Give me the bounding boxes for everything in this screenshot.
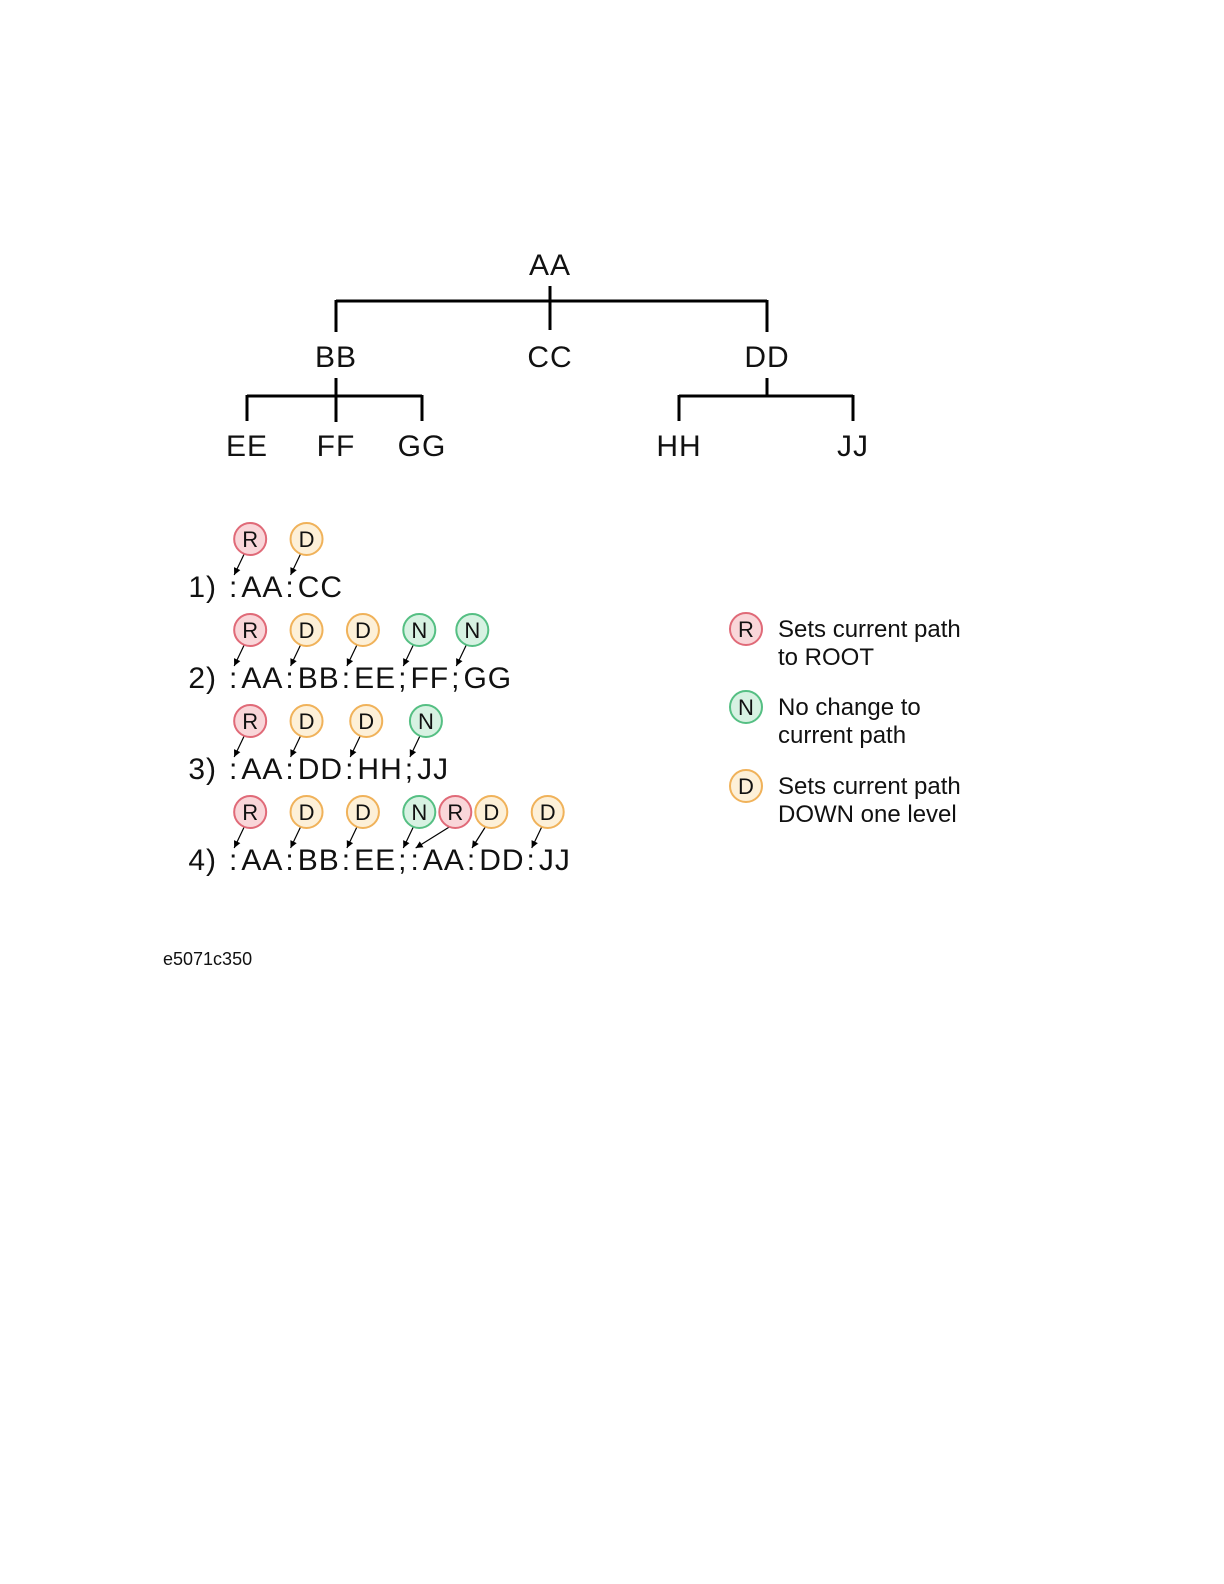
separator: :	[467, 844, 476, 877]
separator: :	[285, 571, 294, 604]
separator: :	[229, 662, 238, 695]
badge-no-change-label: N	[411, 800, 427, 825]
command-tree: AA BB CC DD EE FF GG HH JJ	[226, 249, 869, 463]
mnemonic: JJ	[539, 844, 571, 877]
badge-down-label: D	[483, 800, 499, 825]
separator: :	[285, 753, 294, 786]
legend-description-line: No change to	[778, 694, 921, 721]
badge-root-label: R	[242, 527, 258, 552]
mnemonic: GG	[463, 662, 512, 695]
separator: :	[285, 662, 294, 695]
mnemonic: DD	[479, 844, 524, 877]
tree-node-ee: EE	[226, 430, 268, 463]
badge-root-label: R	[242, 618, 258, 643]
tree-node-hh: HH	[656, 430, 701, 463]
tree-edge-root	[336, 286, 767, 332]
mnemonic: AA	[241, 753, 283, 786]
separator: ;	[451, 662, 460, 695]
separator: :	[229, 571, 238, 604]
mnemonic: BB	[298, 844, 340, 877]
tree-node-dd: DD	[744, 341, 789, 374]
mnemonic: FF	[410, 662, 449, 695]
badge-no-change-label: N	[418, 709, 434, 734]
separator: :	[342, 662, 351, 695]
mnemonic: AA	[241, 844, 283, 877]
separator: ;	[405, 753, 414, 786]
figure-id: e5071c350	[163, 949, 252, 969]
mnemonic: EE	[354, 662, 396, 695]
tree-node-bb: BB	[315, 341, 357, 374]
separator: :	[342, 844, 351, 877]
legend-badge-label: N	[738, 695, 754, 720]
separator: :	[229, 844, 238, 877]
badge-down-label: D	[355, 618, 371, 643]
separator: :	[527, 844, 536, 877]
mnemonic: AA	[241, 571, 283, 604]
tree-node-ff: FF	[317, 430, 356, 463]
separator: :	[285, 844, 294, 877]
separator: ;	[398, 662, 407, 695]
separator: ;	[398, 844, 407, 877]
mnemonic: DD	[298, 753, 343, 786]
badge-root-label: R	[242, 800, 258, 825]
tree-node-root: AA	[529, 249, 571, 282]
tree-node-jj: JJ	[837, 430, 869, 463]
legend-item-down: D Sets current pathDOWN one level	[730, 770, 961, 828]
example-number: 4)	[188, 844, 217, 877]
separator: :	[410, 844, 419, 877]
legend-description-line: Sets current path	[778, 773, 961, 800]
badge-down-label: D	[299, 527, 315, 552]
tree-node-gg: GG	[398, 430, 447, 463]
mnemonic: HH	[357, 753, 402, 786]
badge-down-label: D	[540, 800, 556, 825]
separator: :	[345, 753, 354, 786]
tree-edge-bb	[247, 378, 422, 422]
legend-description-line: current path	[778, 722, 906, 749]
mnemonic: AA	[423, 844, 465, 877]
badge-down-label: D	[358, 709, 374, 734]
legend-badge-label: R	[738, 617, 754, 642]
mnemonic: CC	[298, 571, 343, 604]
tree-node-cc: CC	[527, 341, 572, 374]
badge-down-label: D	[355, 800, 371, 825]
legend-description-line: DOWN one level	[778, 801, 957, 828]
mnemonic: EE	[354, 844, 396, 877]
legend-badge-label: D	[738, 774, 754, 799]
mnemonic: AA	[241, 662, 283, 695]
legend-description-line: Sets current path	[778, 616, 961, 643]
mnemonic: JJ	[417, 753, 449, 786]
example-number: 3)	[188, 753, 217, 786]
mnemonic: BB	[298, 662, 340, 695]
badge-root-label: R	[242, 709, 258, 734]
legend-description-line: to ROOT	[778, 644, 874, 671]
badge-down-label: D	[299, 618, 315, 643]
legend-item-root: R Sets current pathto ROOT	[730, 613, 961, 671]
separator: :	[229, 753, 238, 786]
badge-root-label: R	[447, 800, 463, 825]
badge-down-label: D	[299, 709, 315, 734]
example-number: 2)	[188, 662, 217, 695]
example-number: 1)	[188, 571, 217, 604]
badge-down-label: D	[299, 800, 315, 825]
tree-edge-dd	[679, 378, 853, 421]
badge-no-change-label: N	[464, 618, 480, 643]
badge-no-change-label: N	[411, 618, 427, 643]
